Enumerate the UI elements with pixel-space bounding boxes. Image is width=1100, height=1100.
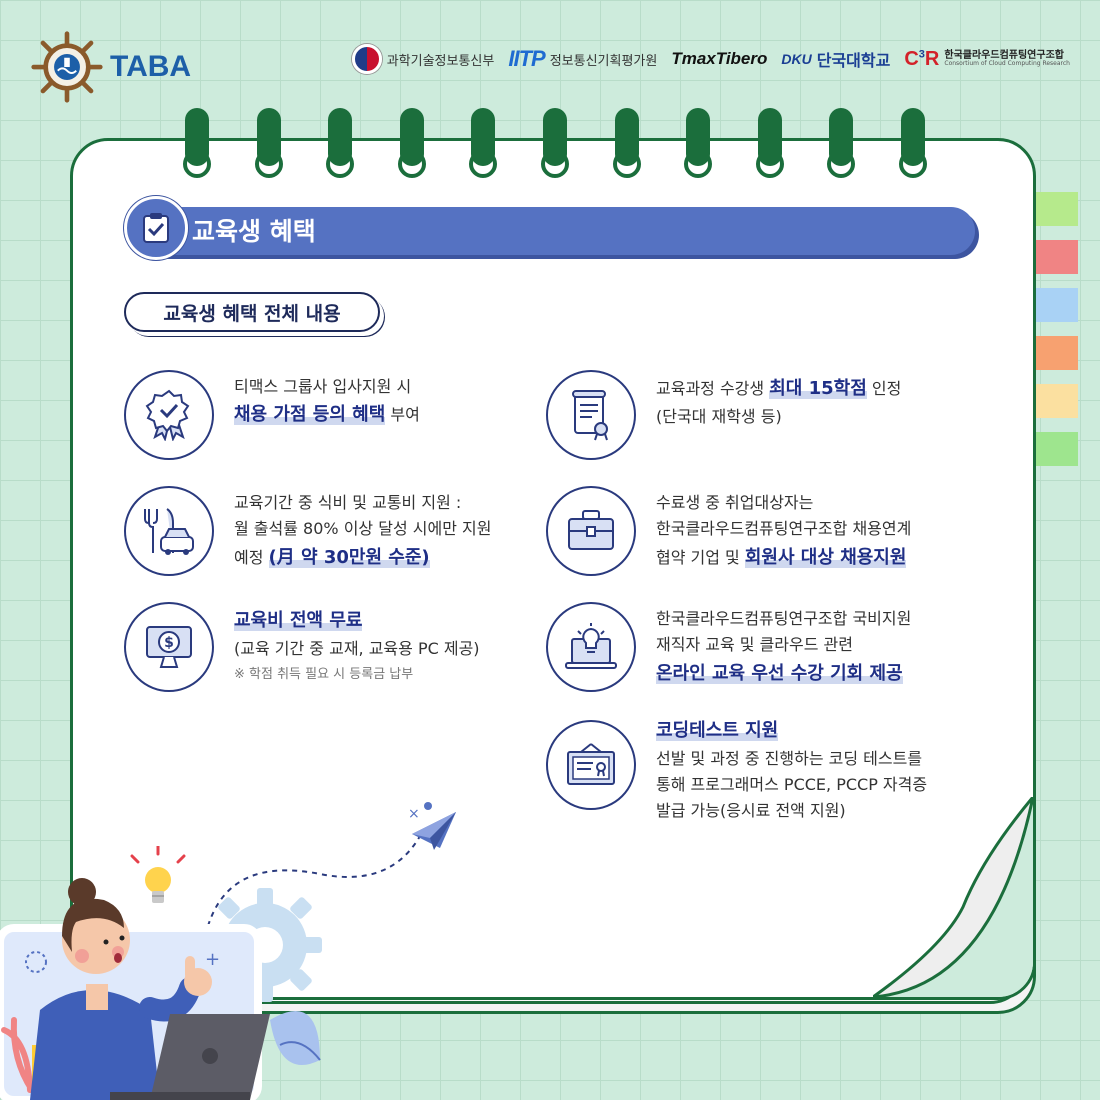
sticky-tab	[1036, 192, 1078, 226]
clipboard-check-icon	[124, 196, 188, 260]
benefit-highlight: 회원사 대상 채용지원	[744, 546, 907, 568]
binder-ring	[180, 108, 214, 178]
footnote: ※ 학점 취득 필요 시 등록금 납부	[234, 667, 414, 683]
partner-logos: 과학기술정보통신부 IITP 정보통신기획평가원 TmaxTibero DKU …	[351, 44, 1070, 74]
partner-tmax: TmaxTibero	[671, 49, 767, 69]
partner-msit: 과학기술정보통신부	[351, 44, 495, 74]
notebook-page	[70, 138, 1036, 1000]
binder-ring	[323, 108, 357, 178]
binder-ring	[753, 108, 787, 178]
benefit-text: 수료생 중 취업대상자는 한국클라우드컴퓨팅연구조합 채용연계 협약 기업 및 …	[656, 493, 912, 568]
certificate-scroll-icon	[546, 370, 636, 460]
benefit-highlight: 교육비 전액 무료	[234, 610, 363, 631]
sticky-tab	[1036, 384, 1078, 418]
briefcase-icon	[546, 486, 636, 576]
badge-check-icon	[124, 370, 214, 460]
meal-transport-icon	[124, 486, 214, 576]
binder-ring	[466, 108, 500, 178]
binder-ring	[681, 108, 715, 178]
binder-ring	[610, 108, 644, 178]
section-title: 교육생 혜택	[192, 217, 316, 246]
binder-ring	[538, 108, 572, 178]
benefit-highlight: 온라인 교육 우선 수강 기회 제공	[656, 662, 903, 684]
benefit-highlight: 최대 15학점	[769, 378, 867, 399]
partner-iitp: IITP 정보통신기획평가원	[508, 46, 657, 72]
benefit-text: 교육기간 중 식비 및 교통비 지원 : 월 출석률 80% 이상 달성 시에만…	[234, 493, 492, 568]
benefit-text: 교육비 전액 무료 (교육 기간 중 교재, 교육용 PC 제공) ※ 학점 취…	[234, 602, 480, 692]
sticky-tab	[1036, 240, 1078, 274]
benefit-item: 한국클라우드컴퓨팅연구조합 국비지원 재직자 교육 및 클라우드 관련 온라인 …	[546, 602, 911, 692]
student-illustration: +	[0, 878, 321, 1100]
partner-iitp-name: 정보통신기획평가원	[549, 53, 658, 69]
dku-logo: DKU	[781, 51, 812, 67]
binder-ring	[824, 108, 858, 178]
dashed-flight-path: ×	[207, 802, 432, 927]
svg-text:+: +	[205, 949, 220, 970]
sticky-tab	[1036, 336, 1078, 370]
benefit-item: 수료생 중 취업대상자는 한국클라우드컴퓨팅연구조합 채용연계 협약 기업 및 …	[546, 486, 911, 576]
benefit-highlight: 코딩테스트 지원	[656, 720, 779, 741]
benefit-highlight: 채용 가점 등의 혜택	[234, 404, 386, 426]
section-heading-bar	[130, 207, 975, 255]
page-curl	[873, 797, 1033, 997]
tmax-logo: TmaxTibero	[671, 49, 768, 68]
ship-wheel-icon	[31, 31, 103, 103]
binder-rings	[180, 108, 930, 178]
partner-msit-name: 과학기술정보통신부	[386, 53, 495, 69]
svg-text:$: $	[164, 635, 174, 651]
binder-ring	[896, 108, 930, 178]
sticky-tab	[1036, 432, 1078, 466]
partner-dku-name: 단국대학교	[816, 51, 891, 70]
partner-c3r-text: 한국클라우드컴퓨팅연구조합 Consortium of Cloud Comput…	[944, 49, 1070, 68]
benefit-item: 티맥스 그룹사 입사지원 시 채용 가점 등의 혜택 부여	[124, 370, 420, 460]
benefit-highlight: (月 약 30만원 수준)	[268, 546, 430, 568]
laptop-lightbulb-icon	[546, 602, 636, 692]
benefit-item: $ 교육비 전액 무료 (교육 기간 중 교재, 교육용 PC 제공) ※ 학점…	[124, 602, 480, 692]
benefit-text: 티맥스 그룹사 입사지원 시 채용 가점 등의 혜택 부여	[234, 377, 420, 426]
partner-dku: DKU 단국대학교	[781, 47, 890, 71]
benefit-text: 코딩테스트 지원 선발 및 과정 중 진행하는 코딩 테스트를 통해 프로그래머…	[656, 720, 928, 821]
c3r-logo: C3R	[904, 47, 940, 70]
binder-ring	[252, 108, 286, 178]
benefit-item: 교육기간 중 식비 및 교통비 지원 : 월 출석률 80% 이상 달성 시에만…	[124, 486, 491, 576]
svg-text:×: ×	[408, 806, 420, 822]
benefit-item: 교육과정 수강생 최대 15학점 인정 (단국대 재학생 등)	[546, 370, 901, 460]
monitor-dollar-icon: $	[124, 602, 214, 692]
benefit-text: 한국클라우드컴퓨팅연구조합 국비지원 재직자 교육 및 클라우드 관련 온라인 …	[656, 609, 912, 684]
benefit-item: 코딩테스트 지원 선발 및 과정 중 진행하는 코딩 테스트를 통해 프로그래머…	[546, 712, 927, 825]
binder-ring	[395, 108, 429, 178]
subsection-pill: 교육생 혜택 전체 내용	[124, 292, 380, 332]
certificate-frame-icon	[546, 720, 636, 810]
brand-name: TABA	[110, 50, 192, 83]
paper-plane-icon	[412, 812, 456, 850]
lightbulb-icon	[130, 846, 186, 903]
benefit-text: 교육과정 수강생 최대 15학점 인정 (단국대 재학생 등)	[656, 378, 902, 426]
partner-c3r: C3R 한국클라우드컴퓨팅연구조합 Consortium of Cloud Co…	[904, 48, 1070, 71]
iitp-logo: IITP	[508, 46, 545, 71]
header: TABA 과학기술정보통신부 IITP 정보통신기획평가원 TmaxTibero…	[30, 30, 1070, 103]
brand-logo[interactable]: TABA	[30, 30, 191, 104]
taegeuk-icon	[351, 44, 382, 74]
